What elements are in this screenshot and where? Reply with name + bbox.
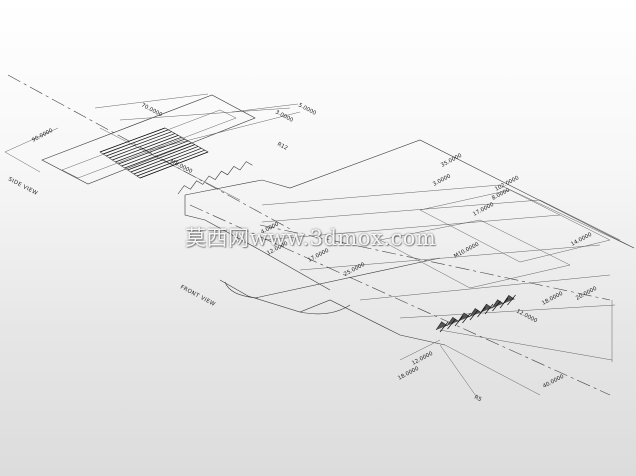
hatch-line	[109, 133, 176, 159]
hatch-line	[130, 146, 199, 173]
hatch-line	[462, 312, 471, 324]
dim-top-small-line	[231, 103, 299, 113]
dim-left-width: 90.0000	[31, 128, 54, 144]
dim-right-m: M10.0000	[453, 241, 481, 259]
dim-left-line	[4, 127, 59, 153]
dim-left-ext	[4, 151, 41, 173]
dim-right-18: 18.0000	[541, 291, 564, 307]
hatch-line	[469, 309, 479, 321]
side-view-label: SIDE VIEW	[7, 176, 39, 197]
front-inner-line-3	[299, 244, 601, 271]
front-view: FRONT VIEW 4.0000 12.0000 17.0000 25.000…	[177, 139, 635, 403]
dim-right-12: 12.0000	[515, 308, 538, 324]
front-bottom-fillet	[299, 304, 351, 315]
dim-bottom-a: 12.0000	[411, 351, 434, 367]
side-shaft-line	[149, 111, 301, 151]
front-hatch-block	[435, 294, 516, 333]
dim-right-top-a: 35.0000	[440, 153, 463, 169]
dim-top-small-a: 5.0000	[297, 102, 317, 117]
front-view-label: FRONT VIEW	[179, 284, 216, 308]
front-centerline	[189, 204, 611, 396]
front-left-outline	[184, 195, 331, 291]
dim-right-small: 3.0000	[432, 173, 452, 188]
hatch-line	[115, 136, 182, 163]
dim-right-40: 40.0000	[542, 374, 565, 390]
dim-center-b: 25.0000	[343, 262, 366, 278]
hatch-line	[439, 321, 449, 333]
dim-bottom-r: R5	[473, 394, 483, 403]
front-fillet	[224, 281, 259, 299]
front-right-block	[419, 189, 611, 263]
front-thread-profile	[177, 161, 253, 195]
dim-left-thread: M8.0000	[169, 158, 193, 175]
hatch-line	[99, 127, 166, 153]
hatch-line	[477, 306, 486, 318]
hatch-line	[499, 297, 509, 309]
front-upper-inner	[261, 184, 501, 206]
dim-far-right-ext	[499, 184, 635, 249]
dim-bottom-a-line	[399, 339, 441, 361]
dim-bottom-ext	[439, 329, 613, 361]
front-top-outline	[184, 139, 635, 249]
hatch-line	[136, 149, 205, 177]
hatch-line	[102, 129, 169, 155]
hatch-line	[484, 303, 494, 315]
dim-right-ext	[539, 199, 621, 241]
side-view: 90.0000 SIDE VIEW 70.0000 5.0000 3.0000 …	[4, 74, 317, 231]
hatch-line	[124, 142, 192, 169]
front-mid-line	[254, 257, 441, 299]
dim-right-20: 20.0000	[575, 286, 598, 302]
hatch-line	[454, 315, 464, 327]
dim-bottom-b: 18.0000	[397, 366, 420, 382]
dim-40-ext	[444, 344, 541, 396]
side-body-outline	[41, 94, 256, 185]
hatch-line	[121, 140, 189, 167]
side-edge-line	[99, 127, 241, 201]
dim-far-right: 14.0000	[570, 232, 593, 248]
side-inner-outline	[61, 109, 237, 179]
hatch-line	[492, 300, 501, 312]
hatch-line	[447, 318, 456, 330]
front-centerline-2	[259, 224, 611, 301]
leader-r5	[439, 344, 477, 397]
side-top-edge	[119, 107, 291, 121]
hatch-line	[118, 138, 185, 165]
front-inner-line-5	[399, 304, 616, 319]
front-right-block-2	[379, 219, 571, 289]
hatch-line	[106, 131, 172, 157]
hatch-line	[112, 135, 179, 161]
front-bottom-outline	[219, 279, 446, 346]
dim-top-length: 70.0000	[140, 102, 163, 118]
lower-thread-profile	[435, 294, 515, 331]
hatch-line	[139, 151, 209, 179]
hatch-line	[127, 144, 195, 171]
front-inner-line-1	[261, 199, 541, 223]
dim-top-line	[94, 93, 209, 109]
hatch-line	[507, 294, 516, 306]
front-inner-line-4	[359, 274, 611, 301]
dim-top-r: R12	[276, 141, 288, 151]
watermark-text: 莫西网www.3dmox.com	[185, 226, 437, 250]
dim-top-small-b: 3.0000	[274, 109, 294, 124]
dim-right-center: 17.0000	[472, 202, 495, 218]
hatch-line	[133, 147, 202, 175]
